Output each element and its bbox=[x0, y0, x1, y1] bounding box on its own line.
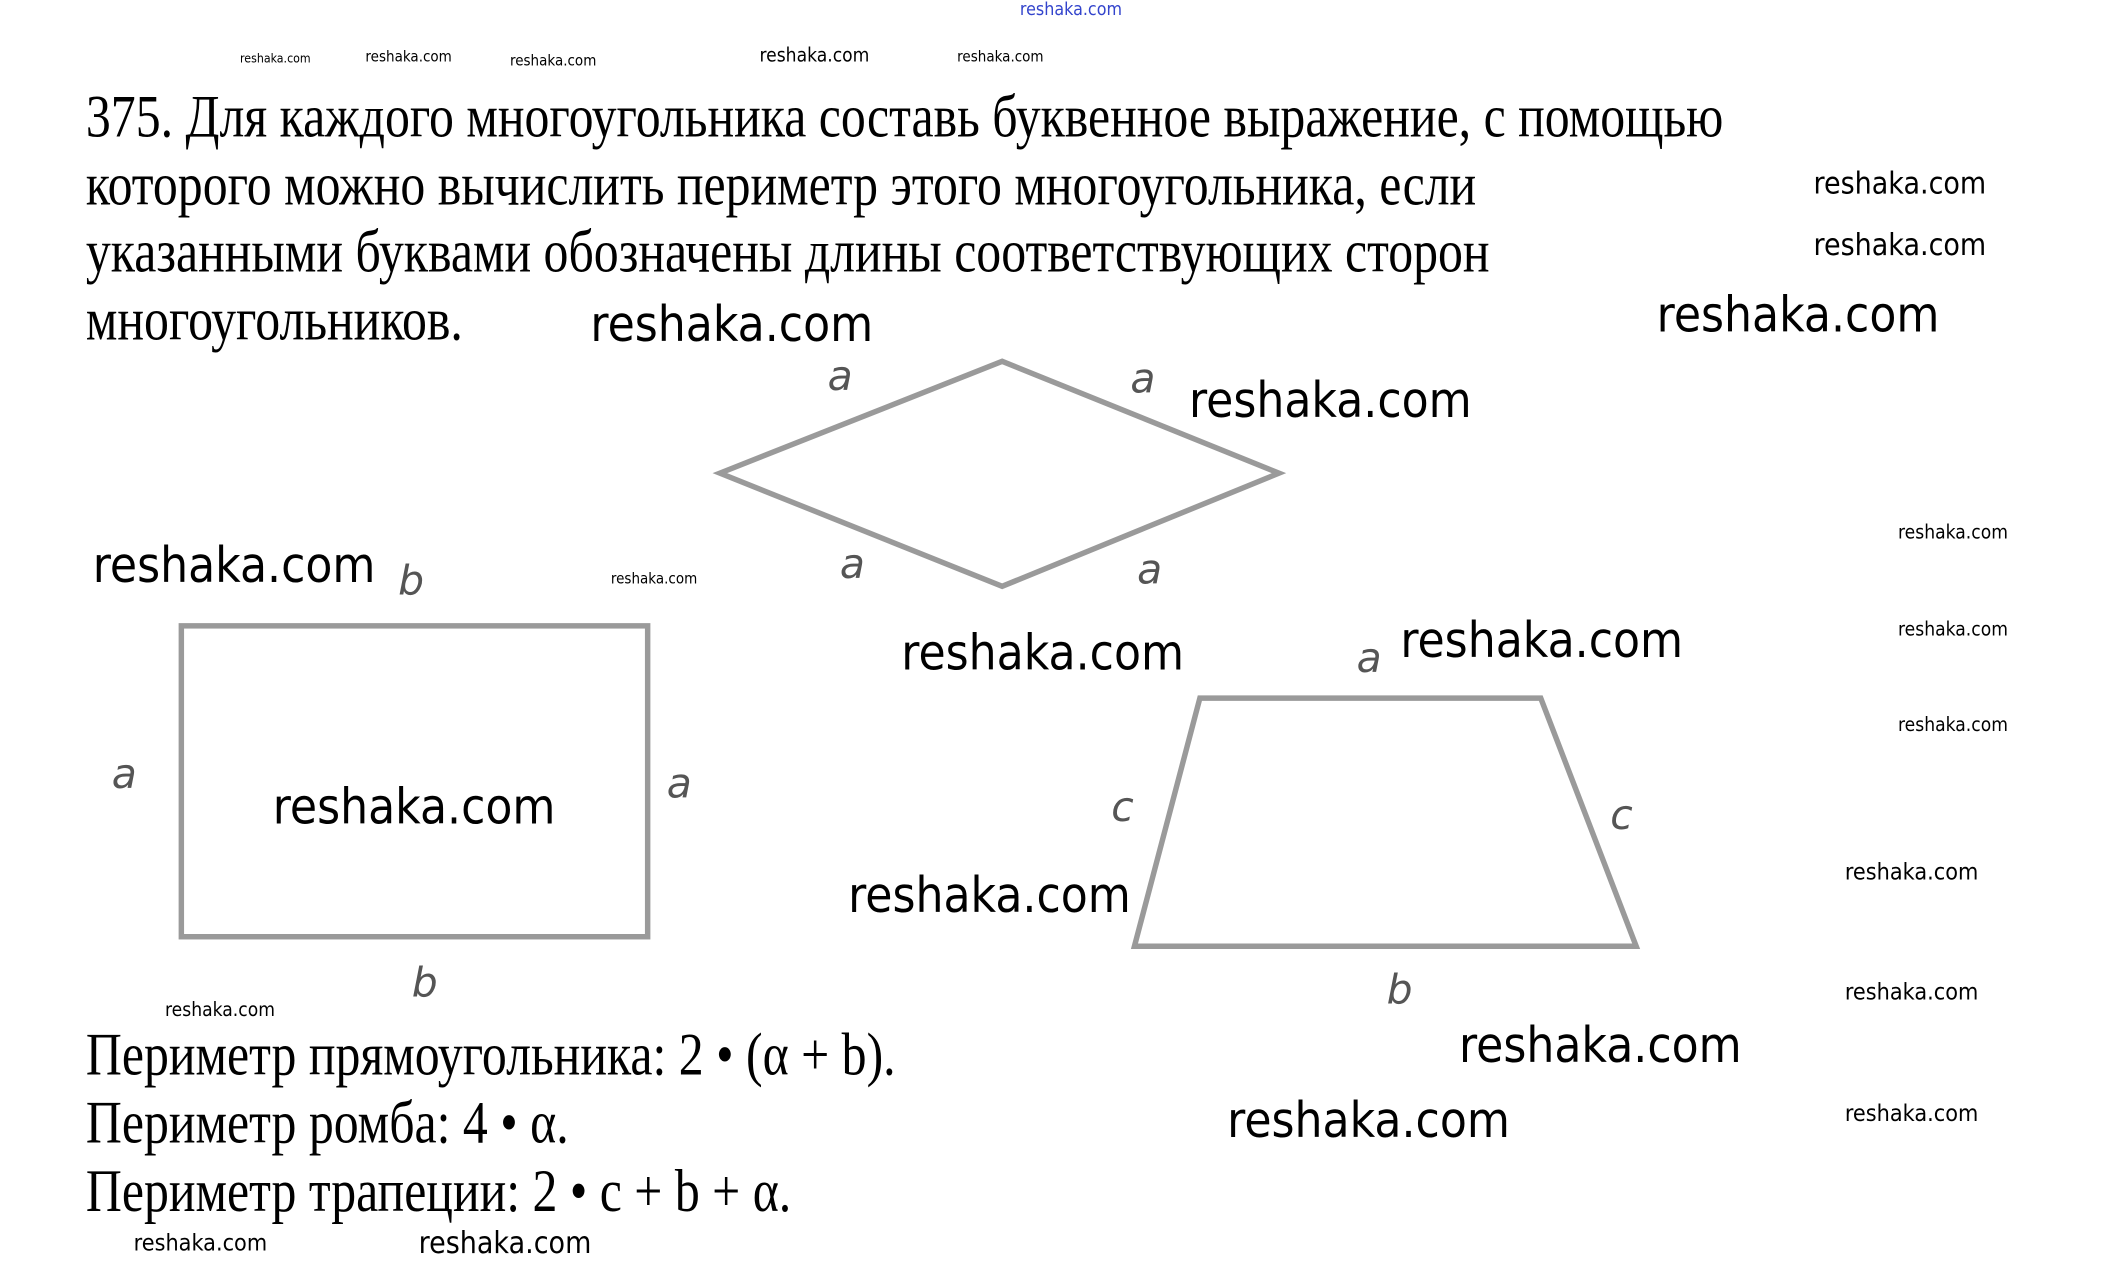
watermark: reshaka.com bbox=[1844, 1100, 1979, 1128]
rectangle-shape bbox=[178, 623, 651, 940]
answer-trapezoid: Периметр трапеции: 2 • c + b + α. bbox=[85, 1157, 792, 1225]
rhombus-label: a bbox=[1130, 355, 1156, 404]
rectangle-label: b bbox=[411, 959, 438, 1008]
problem-line-2: которого можно вычислить периметр этого … bbox=[85, 151, 1477, 219]
trapezoid-label: a bbox=[1356, 635, 1382, 684]
rhombus-shape bbox=[712, 358, 1287, 590]
watermark-link[interactable]: reshaka.com bbox=[1019, 0, 1123, 21]
watermark: reshaka.com bbox=[133, 1229, 268, 1258]
watermark: reshaka.com bbox=[848, 868, 1131, 925]
watermark: reshaka.com bbox=[509, 51, 597, 70]
trapezoid-label: c bbox=[1610, 792, 1633, 840]
rhombus-label: a bbox=[827, 353, 853, 401]
rectangle-label: b bbox=[398, 557, 425, 606]
rectangle-label: a bbox=[666, 760, 692, 809]
watermark: reshaka.com bbox=[1227, 1093, 1510, 1150]
watermark: reshaka.com bbox=[610, 569, 698, 588]
rectangle-label: a bbox=[111, 751, 137, 800]
problem-line-1: 375. Для каждого многоугольника составь … bbox=[85, 83, 1724, 150]
watermark: reshaka.com bbox=[1844, 859, 1979, 887]
watermark: reshaka.com bbox=[1458, 1018, 1742, 1075]
watermark: reshaka.com bbox=[1813, 167, 1987, 202]
watermark: reshaka.com bbox=[272, 779, 556, 836]
watermark: reshaka.com bbox=[1400, 613, 1684, 670]
watermark: reshaka.com bbox=[957, 47, 1044, 66]
trapezoid-label: c bbox=[1111, 784, 1134, 832]
watermark: reshaka.com bbox=[1897, 714, 2008, 737]
watermark: reshaka.com bbox=[164, 999, 275, 1022]
watermark: reshaka.com bbox=[1897, 522, 2008, 545]
watermark: reshaka.com bbox=[1844, 978, 1979, 1007]
watermark: reshaka.com bbox=[1656, 287, 1940, 344]
watermark: reshaka.com bbox=[759, 44, 870, 67]
watermark: reshaka.com bbox=[1897, 619, 2008, 641]
watermark: reshaka.com bbox=[92, 538, 376, 595]
problem-line-3: указанными буквами обозначены длины соот… bbox=[85, 218, 1490, 285]
watermark: reshaka.com bbox=[239, 53, 311, 67]
watermark: reshaka.com bbox=[365, 47, 452, 66]
watermark: reshaka.com bbox=[1188, 373, 1472, 430]
trapezoid-shape bbox=[1130, 695, 1641, 949]
trapezoid-label: b bbox=[1386, 966, 1413, 1015]
watermark: reshaka.com bbox=[901, 625, 1185, 682]
problem-line-4: многоугольников. bbox=[85, 286, 463, 354]
watermark: reshaka.com bbox=[590, 297, 874, 354]
watermark: reshaka.com bbox=[418, 1227, 592, 1262]
answer-rhombus: Периметр ромба: 4 • α. bbox=[85, 1089, 569, 1157]
rhombus-label: a bbox=[839, 541, 865, 590]
answer-rectangle: Периметр прямоугольника: 2 • (α + b). bbox=[85, 1021, 896, 1089]
rhombus-label: a bbox=[1137, 546, 1163, 595]
watermark: reshaka.com bbox=[1813, 229, 1987, 264]
